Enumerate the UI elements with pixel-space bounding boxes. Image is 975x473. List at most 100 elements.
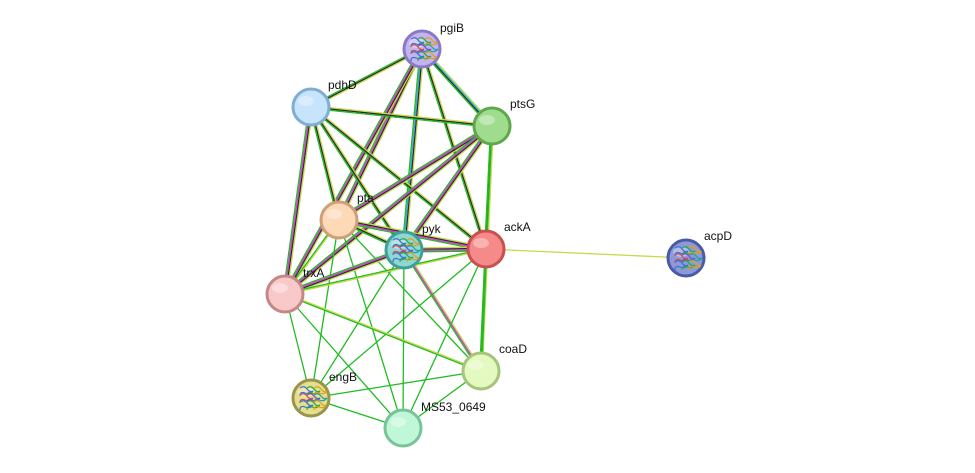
node-pgiB[interactable] [402, 29, 442, 69]
edge-line [405, 49, 425, 251]
structure-stroke [410, 37, 425, 48]
node-highlight [272, 283, 288, 293]
structure-stroke [681, 260, 696, 271]
structure-stroke [299, 386, 314, 397]
node-label-MS53_0649: MS53_0649 [421, 400, 486, 414]
edge-pdhD-ackA [309, 105, 488, 251]
edge-line [402, 248, 487, 429]
edge-coaD-engB [310, 370, 482, 399]
edge-pta-MS53_0649 [338, 219, 404, 429]
structure-stroke [392, 238, 407, 249]
node-ackA[interactable] [466, 229, 506, 269]
edge-line [283, 106, 312, 295]
node-label-pdhD: pdhD [328, 78, 357, 92]
structure-stroke [410, 51, 425, 62]
edge-pgiB-pdhD [310, 47, 423, 109]
edge-line [479, 248, 487, 372]
edge-line [338, 219, 482, 372]
structure-stroke [399, 245, 414, 256]
structure-stroke [674, 260, 689, 271]
nodes-layer [265, 29, 706, 448]
edge-pyk-MS53_0649 [402, 249, 405, 429]
edge-line [311, 105, 488, 249]
edge-line [284, 248, 487, 296]
structure-stroke [392, 252, 407, 263]
node-ptsG[interactable] [472, 106, 512, 146]
edges-layer [282, 47, 687, 429]
edge-ackA-acpD [485, 248, 687, 259]
edge-line [402, 249, 405, 429]
node-pyk[interactable] [384, 230, 424, 270]
edge-line [337, 123, 492, 219]
edge-line [286, 107, 314, 295]
edge-line [340, 49, 425, 222]
node-engB[interactable] [291, 378, 331, 418]
edge-line [284, 126, 493, 296]
edge-line [311, 105, 493, 126]
protein-structure-icon [299, 386, 328, 411]
structure-stroke [681, 253, 696, 264]
edge-line [405, 126, 495, 252]
edge-line [339, 125, 493, 222]
edge-ackA-trxA [284, 247, 487, 296]
structure-stroke [399, 252, 414, 263]
node-circle [319, 200, 359, 240]
node-circle [466, 229, 506, 269]
structure-stroke [417, 44, 432, 55]
edge-line [402, 250, 481, 373]
edge-line [284, 124, 493, 294]
edge-pta-coaD [338, 219, 482, 372]
structure-stroke [299, 400, 314, 411]
structure-stroke [410, 44, 425, 55]
node-highlight [390, 417, 406, 427]
node-MS53_0649[interactable] [383, 408, 423, 448]
edge-line [309, 107, 404, 252]
edge-line [310, 107, 492, 128]
node-label-ackA: ackA [504, 220, 531, 234]
structure-stroke [688, 253, 703, 264]
protein-structure-icon [674, 246, 703, 271]
edge-line [309, 107, 486, 251]
node-label-pgiB: pgiB [440, 21, 464, 35]
structure-stroke [299, 393, 314, 404]
edge-line [311, 49, 423, 109]
node-pdhD[interactable] [291, 87, 331, 127]
edge-line [284, 293, 482, 373]
edge-line [403, 249, 482, 372]
edge-pdhD-trxA [282, 106, 314, 295]
edge-ptsG-pyk [401, 124, 495, 252]
structure-stroke [417, 51, 432, 62]
node-circle [291, 87, 331, 127]
edge-line [285, 250, 405, 296]
node-trxA[interactable] [265, 274, 305, 314]
edge-line [338, 219, 404, 429]
edge-line [401, 124, 491, 250]
node-label-pta: pta [357, 191, 374, 205]
node-highlight [468, 360, 484, 370]
node-pta[interactable] [319, 200, 359, 240]
node-highlight [479, 115, 495, 125]
node-circle [472, 106, 512, 146]
node-circle [461, 351, 501, 391]
edge-line [310, 48, 423, 108]
edge-line [401, 48, 421, 250]
protein-structure-icon [392, 238, 421, 263]
edge-line [402, 125, 492, 250]
structure-stroke [399, 238, 414, 249]
edge-line [402, 48, 423, 250]
edge-line [485, 248, 687, 259]
edge-line [310, 106, 405, 251]
node-label-coaD: coaD [499, 342, 527, 356]
node-label-trxA: trxA [303, 266, 324, 280]
node-coaD[interactable] [461, 351, 501, 391]
structure-stroke [306, 400, 321, 411]
edge-line [338, 124, 492, 220]
edge-trxA-coaD [284, 292, 482, 373]
edge-line [282, 106, 310, 294]
edge-ackA-coaD [479, 248, 488, 372]
edge-line [310, 249, 405, 399]
edge-line [284, 247, 404, 293]
structure-stroke [406, 245, 421, 256]
node-acpD[interactable] [666, 238, 706, 278]
